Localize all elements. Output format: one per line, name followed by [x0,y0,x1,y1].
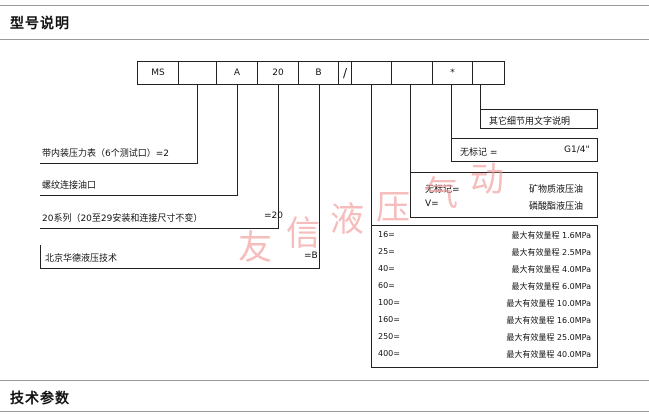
other-label: 其它细节用文字说明 [489,117,571,127]
code-cell-maker: B [298,61,339,85]
pressure-code: 250= [378,332,400,341]
oil-mineral-value: 矿物质液压油 [529,185,584,195]
pressure-code: 40= [378,264,395,273]
pressure-row: 160= 最大有效量程 16.0MPa [378,315,591,326]
code-cell-oil [391,61,433,85]
pressure-code: 16= [378,230,395,239]
pressure-desc: 最大有效量程 25.0MPa [506,333,591,342]
pressure-desc: 最大有效量程 4.0MPa [511,265,591,274]
leader-oil [410,85,411,172]
pressure-row: 60= 最大有效量程 6.0MPa [378,281,591,292]
oil-mineral-label: 无标记= [425,185,460,195]
pressure-table: 16= 最大有效量程 1.6MPa 25= 最大有效量程 2.5MPa 40= … [371,225,598,368]
model-section-rule [0,39,649,40]
code-cell-slash: / [338,61,352,85]
leader-maker [319,85,320,261]
other-box: 其它细节用文字说明 [480,109,598,129]
watermark-char: 液 [330,200,364,240]
pressure-row: 16= 最大有效量程 1.6MPa [378,230,591,241]
oil-phosphate-label: V= [425,199,439,209]
leader-thread [451,85,452,138]
pressure-desc: 最大有效量程 10.0MPa [506,299,591,308]
thread-value: G1/4" [564,145,590,155]
leader-series [278,85,279,229]
code-cell-other [472,61,505,85]
threaded-box: 螺纹连接油口 [40,172,238,196]
pressure-row: 25= 最大有效量程 2.5MPa [378,247,591,258]
leader-gauge [197,85,198,164]
tech-section-rule [0,411,649,412]
tech-section-title: 技术参数 [10,391,70,407]
maker-box: 北京华德液压技术 =B [40,245,320,269]
pressure-code: 100= [378,298,400,307]
code-cell-gauge [178,61,217,85]
code-cell-ms: MS [137,61,179,85]
leader-pressure [371,85,372,225]
pressure-desc: 最大有效量程 2.5MPa [511,248,591,257]
code-cell-thread: * [432,61,473,85]
code-cell-series: 20 [257,61,299,85]
pressure-desc: 最大有效量程 16.0MPa [506,316,591,325]
code-cell-connection: A [216,61,258,85]
pressure-desc: 最大有效量程 1.6MPa [511,231,591,240]
leader-other [480,85,481,110]
model-section-title: 型号说明 [10,16,70,32]
thread-label: 无标记 = [460,148,498,158]
series-value: =20 [264,211,283,221]
top-rule [0,5,649,6]
oil-box: 无标记= 矿物质液压油 V= 磷酸酯液压油 [410,172,598,218]
code-cell-pressure [351,61,392,85]
pressure-code: 400= [378,349,400,358]
pressure-row: 40= 最大有效量程 4.0MPa [378,264,591,275]
pressure-desc: 最大有效量程 6.0MPa [511,282,591,291]
gauge-box: 带内装压力表（6个测试口）=2 [40,140,198,164]
leader-connection [237,85,238,196]
oil-phosphate-value: 磷酸酯液压油 [529,202,584,212]
gauge-label: 带内装压力表（6个测试口）=2 [42,149,169,159]
series-box: 20系列（20至29安装和连接尺寸不变） =20 [40,205,283,229]
pressure-desc: 最大有效量程 40.0MPa [506,350,591,359]
pressure-code: 25= [378,247,395,256]
thread-box: 无标记 = G1/4" [451,138,598,162]
pressure-code: 60= [378,281,395,290]
pressure-code: 160= [378,315,400,324]
series-label: 20系列（20至29安装和连接尺寸不变） [42,214,203,224]
threaded-label: 螺纹连接油口 [42,181,97,191]
tech-section-top-rule [0,380,649,381]
watermark-char: 压 [376,188,410,228]
pressure-row: 250= 最大有效量程 25.0MPa [378,332,591,343]
pressure-row: 100= 最大有效量程 10.0MPa [378,298,591,309]
maker-label: 北京华德液压技术 [45,254,118,264]
pressure-row: 400= 最大有效量程 40.0MPa [378,349,591,360]
maker-value: =B [304,251,318,261]
